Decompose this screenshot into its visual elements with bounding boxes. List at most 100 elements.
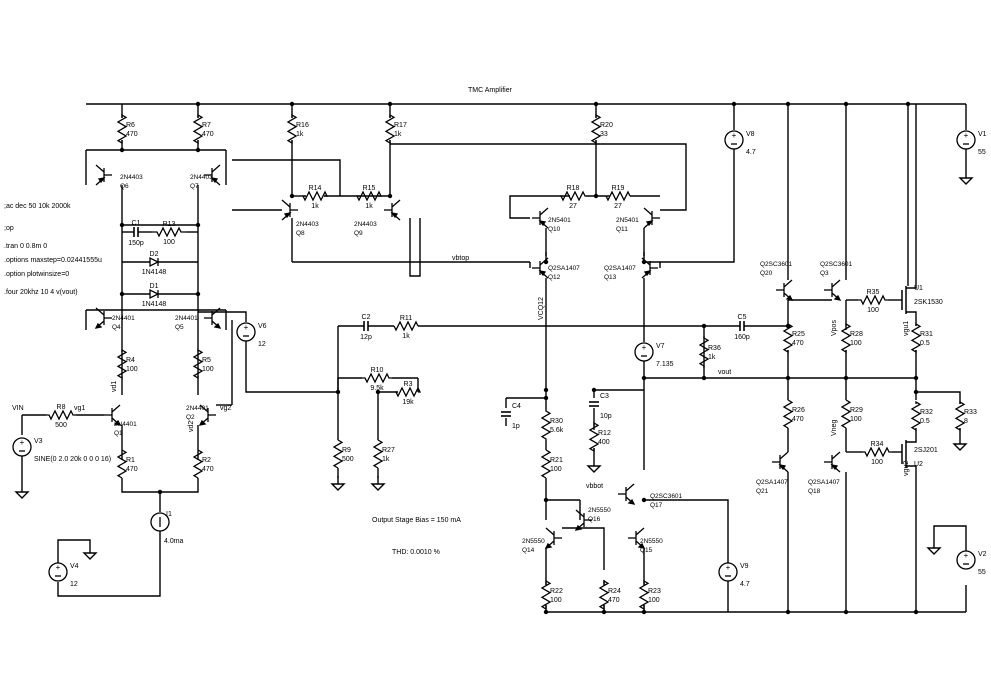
resistor-label: R12 xyxy=(598,430,611,437)
wire xyxy=(562,527,605,570)
source-label: V4 xyxy=(70,563,79,570)
transistor-part: 2N4403 xyxy=(120,174,143,181)
resistor-r9 xyxy=(332,439,344,469)
junction-dot xyxy=(335,389,341,395)
transistor-q7 xyxy=(204,164,221,186)
resistor-r20 xyxy=(590,113,602,145)
resistor-value: 470 xyxy=(792,340,804,347)
source-label: V3 xyxy=(34,438,43,445)
transistor-part: 2N4401 xyxy=(114,421,137,428)
resistor-label: R1 xyxy=(126,457,135,464)
ground-symbol xyxy=(958,170,974,185)
junction-dot xyxy=(641,609,647,615)
resistor-label: R25 xyxy=(792,331,805,338)
capacitor-label: C5 xyxy=(738,314,747,321)
wire xyxy=(57,539,91,563)
resistor-r33 xyxy=(954,400,966,432)
source-value: SINE(0 2.0 20k 0 0 0 16) xyxy=(34,456,111,463)
resistor-label: R31 xyxy=(920,331,933,338)
resistor-value: 33 xyxy=(600,131,608,138)
resistor-value: 470 xyxy=(608,597,620,604)
transistor-label: Q20 xyxy=(760,270,773,277)
resistor-value: 100 xyxy=(163,239,175,246)
transistor-part: 2N4401 xyxy=(112,315,135,322)
resistor-value: 470 xyxy=(202,131,214,138)
junction-dot xyxy=(543,609,549,615)
ground-symbol xyxy=(14,484,30,499)
wire xyxy=(916,391,961,404)
transistor-part: Q2SA1407 xyxy=(548,265,580,272)
net-label-vg2: vg2 xyxy=(220,405,231,412)
source-label: V1 xyxy=(978,131,987,138)
resistor-value: 100 xyxy=(850,340,862,347)
resistor-label: R22 xyxy=(550,588,563,595)
resistor-label: R13 xyxy=(163,221,176,228)
source-value: 55 xyxy=(978,149,986,156)
junction-dot xyxy=(913,609,919,615)
junction-dot xyxy=(843,609,849,615)
transistor-part: Q2SC3601 xyxy=(760,261,793,268)
junction-dot xyxy=(843,101,849,107)
net-label-vd2: vd2 xyxy=(188,421,195,432)
resistor-r17 xyxy=(384,113,396,145)
resistor-value: 0.5 xyxy=(920,418,930,425)
resistor-value: 400 xyxy=(598,439,610,446)
plus-sign-icon: + xyxy=(732,131,737,140)
transistor-part: 2N4403 xyxy=(296,221,319,228)
plus-sign-icon: + xyxy=(964,131,969,140)
resistor-value: 100 xyxy=(202,366,214,373)
transistor-label: Q5 xyxy=(175,324,184,331)
source-value: 4.0ma xyxy=(164,538,184,545)
transistor-q1 xyxy=(104,404,122,426)
plus-sign-icon: + xyxy=(964,551,969,560)
source-value: 4.7 xyxy=(740,581,750,588)
resistor-label: R35 xyxy=(867,289,880,296)
resistor-value: 1k xyxy=(365,203,373,210)
transistor-part: Q2SC3601 xyxy=(820,261,853,268)
junction-dot xyxy=(543,497,549,503)
junction-dot xyxy=(289,101,295,107)
spice-directive: .option plotwinsize=0 xyxy=(4,271,69,278)
capacitor-label: C2 xyxy=(362,314,371,321)
junction-dot xyxy=(195,222,201,228)
junction-dot xyxy=(387,101,393,107)
resistor-r1 xyxy=(116,449,128,479)
resistor-r32 xyxy=(910,400,922,432)
resistor-r16 xyxy=(286,113,298,145)
capacitor-c3 xyxy=(589,401,599,407)
source-label: V7 xyxy=(656,343,665,350)
resistor-r35 xyxy=(858,294,888,306)
resistor-label: R19 xyxy=(612,185,625,192)
ground-symbol xyxy=(82,545,98,560)
voltage-source-v1: + xyxy=(956,130,976,150)
plus-sign-icon: + xyxy=(642,343,647,352)
source-value: 55 xyxy=(978,569,986,576)
resistor-r15 xyxy=(355,190,383,202)
transistor-part: 2N5401 xyxy=(548,217,571,224)
resistor-value: 1k xyxy=(402,333,410,340)
net-label-vbtop: vbtop xyxy=(452,255,469,262)
resistor-label: R21 xyxy=(550,457,563,464)
net-label-vpos: Vpos xyxy=(831,320,838,336)
junction-dot xyxy=(119,222,125,228)
resistor-label: R28 xyxy=(850,331,863,338)
spice-directive: .tran 0 0.8m 0 xyxy=(4,243,47,250)
junction-dot xyxy=(905,101,911,107)
junction-dot xyxy=(785,323,791,329)
resistor-r25 xyxy=(782,322,794,354)
resistor-label: R26 xyxy=(792,407,805,414)
net-label-vcq12: VCQ12 xyxy=(538,297,545,320)
junction-dot xyxy=(195,101,201,107)
plus-sign-icon: + xyxy=(244,323,249,332)
resistor-value: 1k xyxy=(708,354,716,361)
ground-symbol xyxy=(586,458,602,473)
thd-note: THD: 0.0010 % xyxy=(392,549,440,556)
net-label-vgu2: vgu2 xyxy=(903,461,910,476)
voltage-source-v6: + xyxy=(236,322,256,342)
source-label: V8 xyxy=(746,131,755,138)
transistor-q8 xyxy=(281,199,298,221)
junction-dot xyxy=(601,609,607,615)
diode-d1 xyxy=(149,288,160,300)
ground-symbol xyxy=(952,436,968,451)
